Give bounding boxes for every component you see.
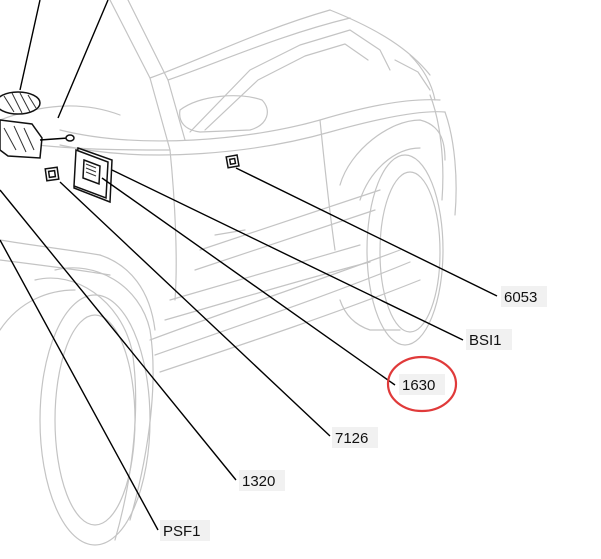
svg-text:PSF1: PSF1 bbox=[163, 523, 201, 540]
connector-7126-part bbox=[44, 166, 60, 182]
leader-psf1 bbox=[0, 239, 159, 531]
connector-6053-part bbox=[225, 154, 240, 169]
label-bsi1: BSI1 bbox=[466, 329, 512, 350]
leader-1630 bbox=[101, 177, 396, 386]
car-outline bbox=[0, 0, 457, 546]
svg-text:6053: 6053 bbox=[504, 289, 537, 306]
svg-text:BSI1: BSI1 bbox=[469, 332, 502, 349]
bsi-module-part bbox=[73, 146, 113, 204]
label-1320: 1320 bbox=[239, 470, 285, 491]
leader-bsi1 bbox=[111, 169, 464, 341]
leader-lines bbox=[0, 167, 498, 531]
harness-connectors-top-left bbox=[0, 0, 109, 159]
svg-text:1630: 1630 bbox=[402, 377, 435, 394]
label-psf1: PSF1 bbox=[160, 520, 210, 541]
highlight-circle bbox=[386, 355, 458, 413]
svg-text:7126: 7126 bbox=[335, 430, 368, 447]
leader-6053 bbox=[235, 167, 498, 297]
svg-text:1320: 1320 bbox=[242, 473, 275, 490]
label-1630: 1630 bbox=[386, 355, 458, 413]
leader-7126 bbox=[59, 181, 331, 437]
label-6053: 6053 bbox=[501, 286, 547, 307]
label-7126: 7126 bbox=[332, 427, 378, 448]
leader-1320 bbox=[0, 189, 237, 481]
